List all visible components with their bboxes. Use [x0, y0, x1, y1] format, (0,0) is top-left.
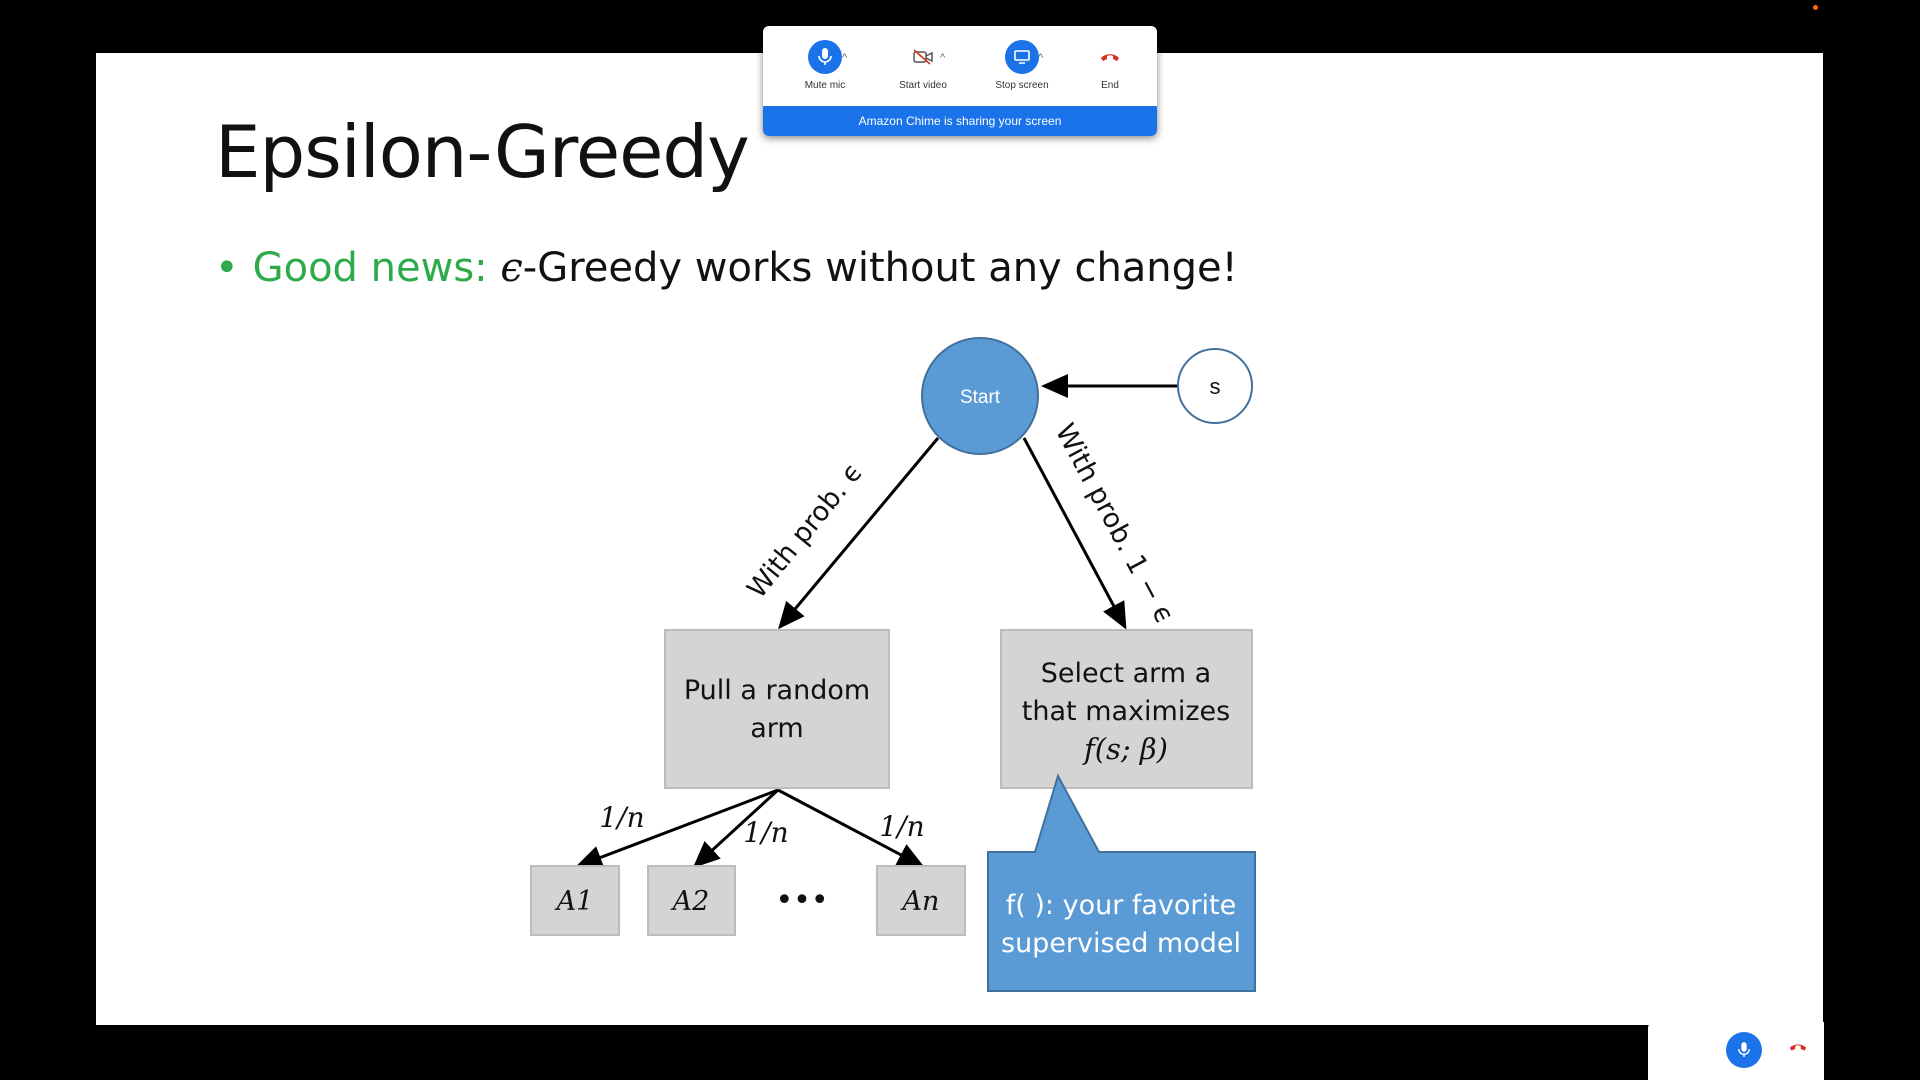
- mini-mic-icon: [1738, 1042, 1750, 1057]
- mute-mic-label: Mute mic: [804, 80, 846, 91]
- slide-title: Epsilon-Greedy: [215, 110, 750, 194]
- mute-mic-button[interactable]: Mute mic: [780, 40, 870, 91]
- select-arm-line2: that maximizes: [1022, 696, 1230, 727]
- screen-share-icon: [1005, 40, 1039, 74]
- arm-a2-box: [647, 865, 736, 936]
- callout-line1: f( ): your favorite: [1006, 890, 1236, 921]
- screen-options-caret[interactable]: ^: [1038, 52, 1044, 64]
- stop-screen-label: Stop screen: [995, 80, 1049, 91]
- arm-a1-box: [530, 865, 620, 936]
- s-label: s: [1210, 374, 1221, 399]
- random-arm-box: [664, 629, 890, 789]
- select-arm-box: [1000, 629, 1253, 789]
- mic-options-caret[interactable]: ^: [842, 52, 848, 64]
- edge-start-to-select: [1022, 437, 1127, 630]
- arm-an-label: An: [900, 886, 940, 917]
- edge-random-to-an: [777, 788, 925, 868]
- mini-phone-end-icon: [1789, 1044, 1807, 1051]
- arm-an-box: [876, 865, 966, 936]
- prob-label-a1: 1/n: [599, 801, 644, 834]
- slide-canvas: [96, 53, 1823, 1025]
- prob-label-a2: 1/n: [743, 816, 788, 849]
- epsilon-symbol: ϵ: [500, 245, 523, 291]
- stop-screen-button[interactable]: Stop screen: [977, 40, 1067, 91]
- edge-start-to-random: [778, 437, 940, 630]
- recording-indicator-dot: [1813, 5, 1818, 10]
- s-node: [1177, 348, 1253, 424]
- screen-sharing-banner: Amazon Chime is sharing your screen: [763, 106, 1157, 136]
- edge-random-to-a2: [692, 788, 780, 869]
- end-call-label: End: [1101, 80, 1119, 91]
- callout-bubble: [987, 773, 1256, 992]
- phone-end-icon: [1093, 40, 1127, 74]
- mic-icon: [808, 40, 842, 74]
- chime-toolbar: Mute mic ^ Start video ^ Stop screen ^ E…: [763, 26, 1157, 136]
- prob-label-an: 1/n: [879, 810, 924, 843]
- video-options-caret[interactable]: ^: [940, 52, 946, 64]
- bullet-highlight: Good news:: [252, 245, 488, 291]
- arm-a1-label: A1: [554, 886, 594, 917]
- start-video-label: Start video: [899, 80, 947, 91]
- callout-line2: supervised model: [1001, 928, 1241, 959]
- arms-ellipsis: •••: [775, 883, 828, 918]
- start-video-button[interactable]: Start video: [878, 40, 968, 91]
- select-arm-line3: f(s; β): [1082, 732, 1168, 766]
- mini-call-controls: [1648, 1022, 1824, 1080]
- bullet-text: -Greedy works without any change!: [522, 245, 1238, 291]
- edge-random-to-a1: [575, 788, 779, 869]
- end-call-button[interactable]: End: [1065, 40, 1155, 91]
- select-arm-line1: Select arm a: [1041, 658, 1211, 689]
- arm-a2-label: A2: [670, 886, 710, 917]
- mini-mic-button[interactable]: [1726, 1032, 1762, 1068]
- video-off-icon: [906, 40, 940, 74]
- random-arm-line2: arm: [750, 713, 803, 744]
- mini-end-call-button[interactable]: [1788, 1040, 1808, 1058]
- start-label: Start: [960, 387, 1001, 408]
- slide-bullet: • Good news: ϵ-Greedy works without any c…: [215, 245, 1238, 291]
- random-arm-line1: Pull a random: [684, 675, 870, 706]
- start-node: [921, 337, 1039, 455]
- bullet-dot: •: [215, 245, 239, 291]
- edge-left-label: With prob. ϵ: [741, 457, 869, 605]
